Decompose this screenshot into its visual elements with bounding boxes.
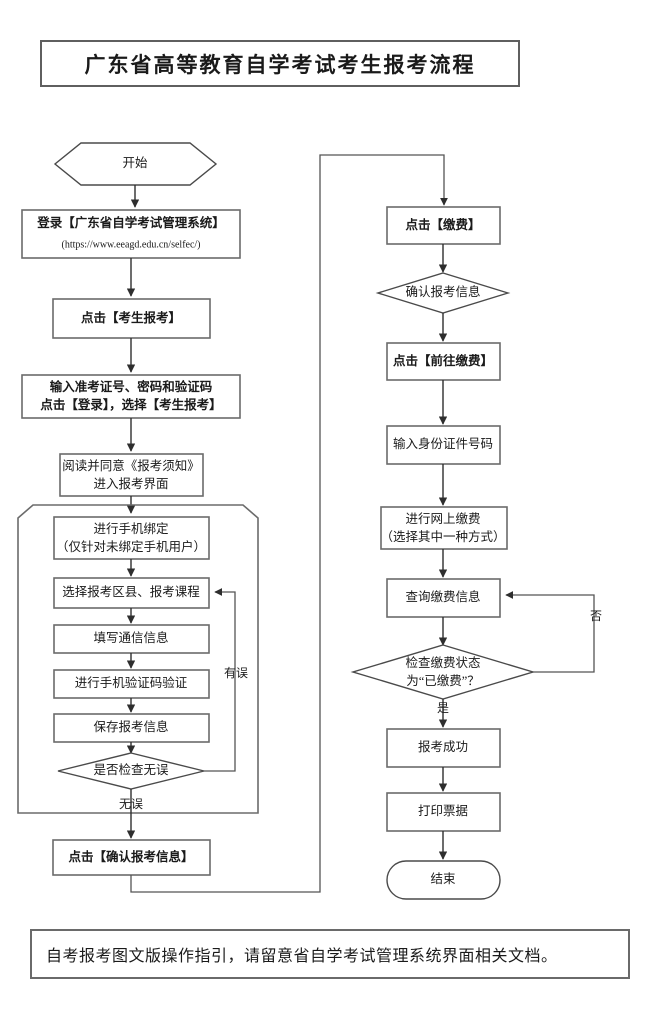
node-end (386, 860, 501, 900)
node-login (21, 209, 241, 259)
node-pay-status-decision (350, 644, 536, 700)
node-input-credentials (21, 374, 241, 419)
node-click-exam-apply (52, 298, 211, 339)
node-apply-success (386, 728, 501, 768)
node-end-label: 结束 (430, 872, 456, 886)
edge-confirm-to-pay (130, 154, 448, 893)
node-start-label: 开始 (122, 156, 148, 170)
node-pay-status-label-2: 为“已缴费”？ (406, 673, 480, 688)
node-pay-status-label-1: 检查缴费状态 (405, 655, 480, 670)
node-online-pay-label-2: （选择其中一种方式） (380, 529, 505, 544)
node-save-apply-info (53, 713, 210, 743)
footer-box: 自考报考图文版操作指引，请留意省自学考试管理系统界面相关文档。 (30, 929, 630, 979)
node-online-pay-label-1: 进行网上缴费 (405, 511, 480, 526)
node-save-apply-info-label: 保存报考信息 (93, 719, 168, 734)
group-container-apply-steps (17, 504, 259, 814)
page-title: 广东省高等教育自学考试考生报考流程 (84, 52, 476, 77)
node-login-label-1: 登录【广东省自学考试管理系统】 (36, 215, 225, 230)
node-click-pay-label: 点击【缴费】 (405, 217, 480, 232)
node-input-credentials-label-2: 点击【登录】，选择【考生报考】 (40, 397, 221, 412)
node-confirm-apply-info-label: 点击【确认报考信息】 (68, 849, 193, 864)
node-select-district-course-label: 选择报考区县、报考课程 (62, 584, 200, 599)
node-confirm-info-diamond-label: 确认报考信息 (405, 284, 480, 299)
node-input-id-number-label: 输入身份证件号码 (393, 436, 493, 451)
node-login-label-2: (https://www.eeagd.edu.cn/selfec/) (61, 239, 200, 250)
node-click-exam-apply-label: 点击【考生报考】 (81, 310, 181, 325)
edge-label-yes: 是 (437, 701, 449, 715)
node-read-notice-label-1: 阅读并同意《报考须知》 (62, 458, 200, 473)
edge-label-no-error: 无误 (119, 797, 143, 811)
node-select-district-course (53, 577, 210, 609)
node-query-pay-info (386, 578, 501, 618)
node-fill-contact-info-label: 填写通信信息 (93, 630, 168, 645)
footer-note: 自考报考图文版操作指引，请留意省自学考试管理系统界面相关文档。 (46, 948, 558, 965)
node-read-notice (59, 453, 204, 497)
node-click-goto-pay (386, 342, 501, 381)
node-read-notice-label-2: 进入报考界面 (93, 476, 168, 491)
node-confirm-apply-info (52, 839, 211, 876)
node-print-receipt-label: 打印票据 (418, 804, 468, 818)
node-bind-phone-label-1: 进行手机绑定 (93, 521, 168, 536)
edge-has-error-loop (204, 588, 236, 772)
node-input-credentials-label-1: 输入准考证号、密码和验证码 (50, 379, 213, 394)
node-online-pay (380, 506, 508, 550)
edge-label-has-error: 有误 (224, 666, 248, 680)
edge-label-no: 否 (590, 609, 602, 623)
node-fill-contact-info (53, 624, 210, 654)
node-start (53, 142, 218, 186)
node-bind-phone (53, 516, 210, 560)
node-check-decision-label: 是否检查无误 (93, 762, 169, 777)
node-input-id-number (386, 425, 501, 465)
edge-no-loop (505, 591, 595, 673)
node-query-pay-info-label: 查询缴费信息 (405, 589, 480, 604)
node-click-goto-pay-label: 点击【前往缴费】 (393, 353, 493, 368)
node-click-pay (386, 206, 501, 245)
node-bind-phone-label-2: （仅针对未绑定手机用户） (56, 539, 206, 554)
node-verify-sms-code-label: 进行手机验证码验证 (75, 675, 188, 690)
node-apply-success-label: 报考成功 (418, 739, 468, 754)
page-title-box: 广东省高等教育自学考试考生报考流程 (40, 40, 520, 87)
